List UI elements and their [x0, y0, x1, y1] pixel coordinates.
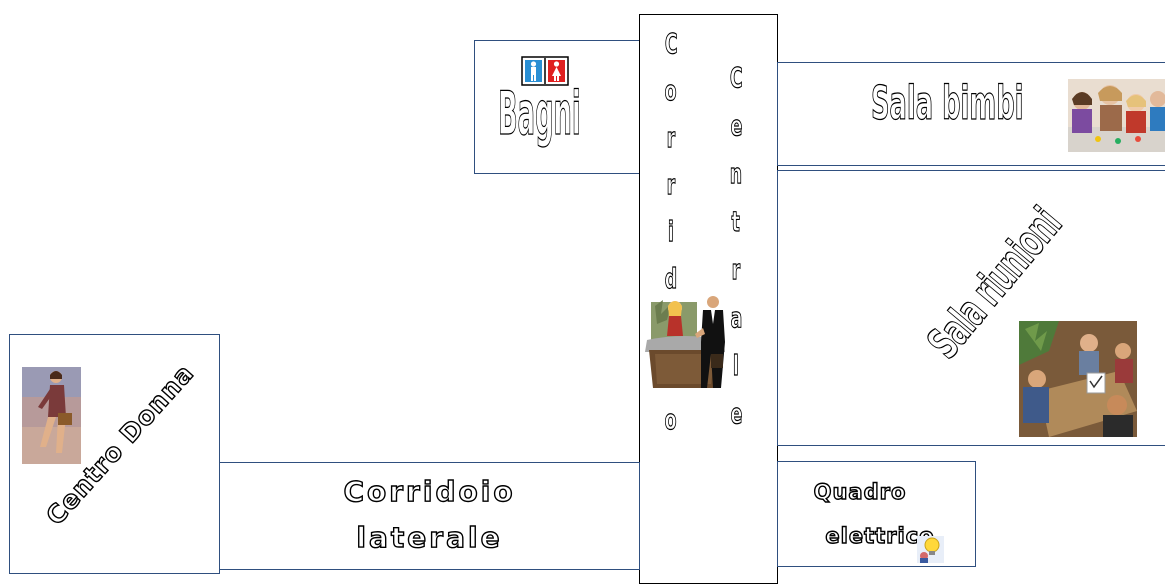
corridor-letter: l	[733, 349, 740, 382]
corridoio-laterale-line1: Corridoio	[343, 475, 516, 508]
quadro-elettrico-line2: elettrico	[825, 524, 935, 548]
lightbulb-icon	[917, 536, 944, 563]
corridor-letter: n	[729, 157, 743, 190]
corridor-letter: e	[730, 397, 743, 430]
corridor-letter: C	[664, 27, 678, 60]
restroom-sign-icon	[521, 56, 569, 86]
room-quadro-elettrico	[777, 461, 976, 567]
reception-clipart-icon	[645, 294, 737, 392]
corridor-letter: r	[666, 168, 676, 201]
quadro-elettrico-line1: Quadro	[813, 480, 907, 504]
corridor-central-letters-right: C e n t r a l e	[721, 61, 751, 430]
corridor-letter: o	[665, 403, 678, 436]
corridor-letter: o	[665, 74, 678, 107]
corridor-letter: C	[729, 61, 743, 94]
bagni-label: Bagni	[498, 84, 581, 148]
corridor-letter: d	[664, 262, 678, 295]
children-photo-icon	[1068, 79, 1165, 152]
corridor-letter: r	[666, 121, 676, 154]
corridor-letter: t	[731, 205, 741, 238]
corridoio-laterale-line2: laterale	[356, 521, 503, 554]
corridor-letter: a	[730, 301, 742, 334]
businesswoman-clipart-icon	[22, 367, 81, 464]
corridor-lateral	[219, 462, 640, 570]
corridor-letter: r	[731, 253, 741, 286]
corridor-letter: i	[668, 215, 675, 248]
corridor-letter: e	[730, 109, 743, 142]
sala-bimbi-label: Sala bimbi	[871, 80, 1024, 128]
meeting-clipart-icon	[1019, 321, 1137, 437]
